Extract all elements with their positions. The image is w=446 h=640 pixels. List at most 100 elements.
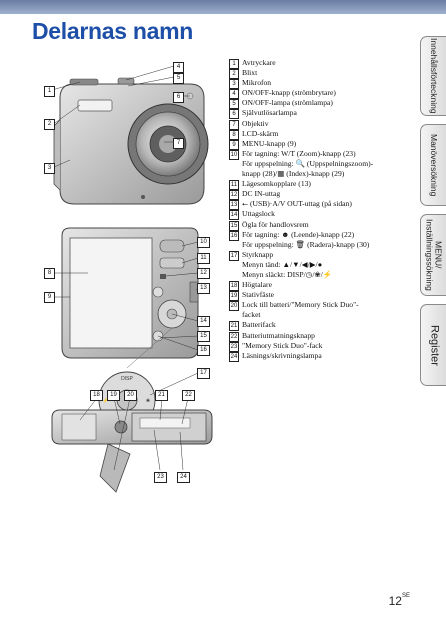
item-text: För tagning: ☻ (Leende)-knapp (22) (242, 229, 355, 239)
tab-menu-settings-search[interactable]: MENU/Inställningssökning (420, 214, 446, 296)
callout-13: 13 (197, 283, 210, 294)
item-number: 17 (229, 250, 239, 261)
item-text: DC IN-uttag (242, 189, 281, 199)
item-number: 19 (229, 291, 239, 302)
callout-7: 7 (173, 138, 184, 149)
callout-24: 24 (177, 472, 190, 483)
item-text: Lock till batteri/"Memory Stick Duo"- (242, 300, 359, 310)
callout-1: 1 (44, 86, 55, 97)
item-number: 15 (229, 220, 239, 231)
callout-21: 21 (155, 390, 168, 401)
item-text: knapp (28)/▦ (Index)-knapp (29) (242, 169, 345, 179)
callout-11: 11 (197, 253, 210, 264)
svg-text:❀: ❀ (146, 398, 150, 404)
callout-22: 22 (182, 390, 195, 401)
header-bar (0, 0, 446, 14)
tab-label: Innehållsförteckning (428, 38, 439, 114)
callout-2: 2 (44, 119, 55, 130)
item-text: ON/OFF-lampa (strömlampa) (242, 98, 333, 108)
callout-16: 16 (197, 345, 210, 356)
callout-12: 12 (197, 268, 210, 279)
item-number: 20 (229, 301, 239, 312)
item-number: 10 (229, 149, 239, 160)
callout-10: 10 (197, 237, 210, 248)
item-number: 3 (229, 79, 239, 90)
callout-18: 18 (90, 390, 103, 401)
callout-23: 23 (154, 472, 167, 483)
item-text: facket (242, 310, 261, 320)
callout-8: 8 (44, 268, 55, 279)
item-text: ON/OFF-knapp (strömbrytare) (242, 88, 336, 98)
item-number: 24 (229, 351, 239, 362)
callout-15: 15 (197, 331, 210, 342)
item-text: Styrknapp (242, 249, 274, 259)
camera-front-view (53, 77, 209, 205)
callout-3: 3 (44, 163, 55, 174)
item-text: "Memory Stick Duo"-fack (242, 340, 323, 350)
callout-5: 5 (173, 73, 184, 84)
svg-text:DISP: DISP (121, 376, 133, 382)
item-number: 11 (229, 180, 239, 191)
item-number: 7 (229, 119, 239, 130)
callout-14: 14 (197, 316, 210, 327)
item-number: 4 (229, 89, 239, 100)
tab-index[interactable]: Register (420, 304, 446, 386)
callout-9: 9 (44, 292, 55, 303)
item-text: Menyn släckt: DISP/◷/❀/⚡ (242, 269, 333, 279)
tab-table-of-contents[interactable]: Innehållsförteckning (420, 36, 446, 116)
callout-6: 6 (173, 92, 184, 103)
tab-operation-search[interactable]: Manöversökning (420, 124, 446, 206)
item-number: 18 (229, 281, 239, 292)
tab-label: Manöversökning (428, 133, 439, 197)
tab-label: MENU/Inställningssökning (425, 219, 444, 291)
camera-bottom-view (51, 409, 213, 493)
item-text: Självutlösarlampa (242, 108, 297, 118)
item-number: 14 (229, 210, 239, 221)
tab-label-line1: MENU/ (433, 241, 444, 269)
item-number: 13 (229, 200, 239, 211)
item-text: Högtalare (242, 280, 272, 290)
item-text: Batteriutmatningsknapp (242, 330, 315, 340)
item-text: Objektiv (242, 118, 269, 128)
item-number: 8 (229, 129, 239, 140)
callout-4: 4 (173, 62, 184, 73)
item-text: Mikrofon (242, 78, 272, 88)
parts-item: 23"Memory Stick Duo"-fack (229, 340, 411, 352)
item-text: Uttagslock (242, 209, 275, 219)
item-number: 6 (229, 109, 239, 120)
item-number: 22 (229, 331, 239, 342)
tab-label: Register (428, 324, 441, 366)
item-number: 21 (229, 321, 239, 332)
page-title: Delarnas namn (32, 18, 193, 44)
item-text: MENU-knapp (9) (242, 138, 297, 148)
svg-text:⚡: ⚡ (103, 397, 109, 404)
item-text: ⭠ (USB)·A/V OUT-uttag (på sidan) (242, 199, 352, 209)
callout-17: 17 (197, 368, 210, 379)
item-number: 23 (229, 341, 239, 352)
item-text: Stativfäste (242, 290, 275, 300)
callout-19: 19 (107, 390, 120, 401)
item-number: 16 (229, 230, 239, 241)
item-number: 5 (229, 99, 239, 110)
item-text: För uppspelning: 🔍 (Uppspelningszoom)- (242, 158, 374, 168)
item-text: Menyn tänd: ▲/▼/◀/▶/● (242, 259, 323, 269)
item-text: Avtryckare (242, 58, 276, 67)
camera-back-view (61, 227, 199, 359)
page-number-suffix: SE (401, 593, 410, 599)
page-number: 12SE (389, 593, 410, 608)
